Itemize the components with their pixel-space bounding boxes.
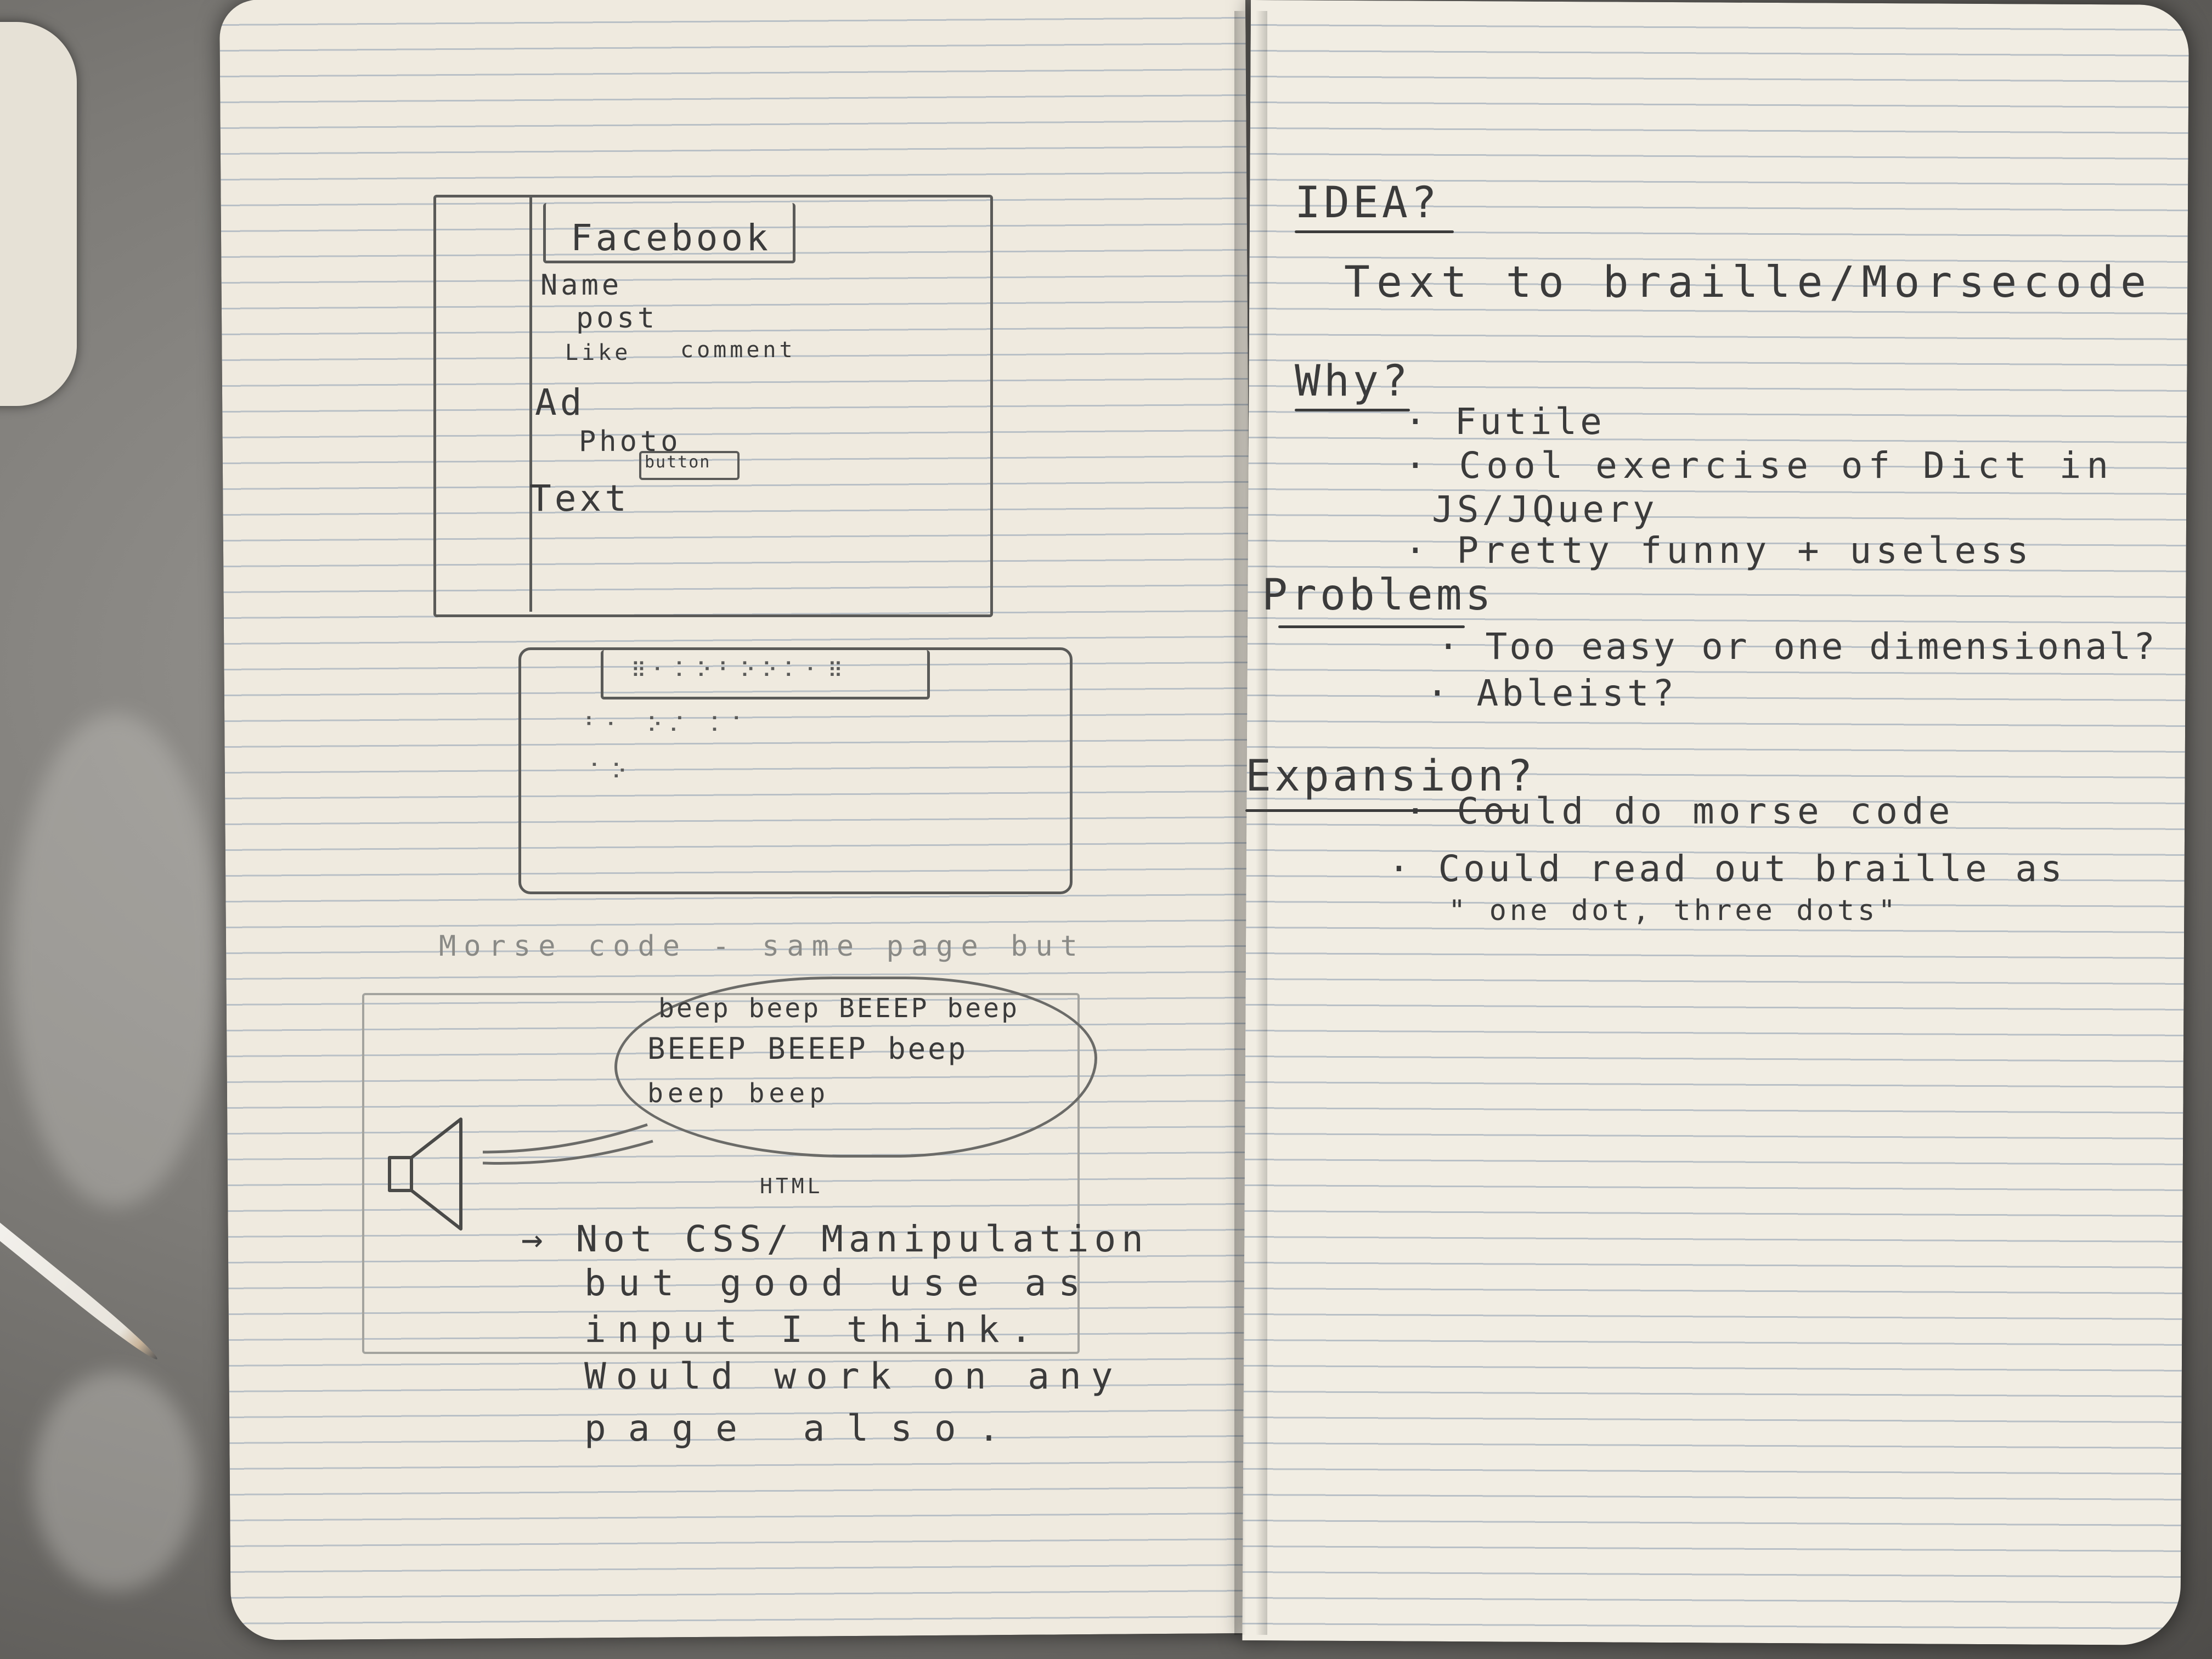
why-underline xyxy=(1295,409,1410,411)
idea-underline xyxy=(1295,230,1454,233)
pencil xyxy=(0,1208,162,1365)
why-item-3: JS/JQuery xyxy=(1432,488,1658,531)
facebook-title-box xyxy=(543,203,795,263)
ad-label: Ad xyxy=(535,381,585,424)
braille-dots-row1: ⠃⠂ ⠕⠌ ⠅⠁ xyxy=(584,713,754,737)
facebook-wireframe-frame xyxy=(433,195,993,617)
expansion-item-2: · Could read out braille as xyxy=(1388,848,2066,890)
expansion-item-3: " one dot, three dots" xyxy=(1448,894,1899,927)
button-sketch xyxy=(639,451,740,480)
adjacent-notebook-page xyxy=(0,22,77,406)
like-label: Like xyxy=(565,340,631,365)
post-name-label: Name xyxy=(540,269,623,302)
morse-code-heading: Morse code - same page but xyxy=(439,930,1085,963)
why-item-4: · Pretty funny + useless xyxy=(1404,529,2033,572)
braille-dots-row2: ⠁⠕ xyxy=(590,760,634,784)
html-label: HTML xyxy=(760,1174,823,1198)
problems-underline xyxy=(1278,625,1465,628)
speech-bubble xyxy=(614,977,1097,1158)
expansion-heading: Expansion? xyxy=(1245,752,1536,801)
speaker-icon xyxy=(388,1118,462,1231)
bubble-line-3: beep beep xyxy=(647,1078,830,1109)
facebook-wireframe-sidebar-divider xyxy=(529,195,532,612)
button-sketch-label: button xyxy=(645,453,711,472)
bubble-line-1: beep beep BEEEP beep xyxy=(658,993,1019,1024)
notes-line-3: input I think. xyxy=(584,1308,1043,1351)
post-label: post xyxy=(576,302,658,335)
why-item-1: · Futile xyxy=(1404,400,1605,443)
expansion-underline xyxy=(1245,809,1520,812)
marble-vein xyxy=(11,713,219,1207)
braille-title-box xyxy=(601,650,930,699)
notebook-gutter xyxy=(1234,11,1267,1635)
why-item-2: · Cool exercise of Dict in xyxy=(1404,444,2114,487)
braille-dots-title: ⠿⠂⠅⠕⠃⠕⠕⠅⠂⠿ xyxy=(631,658,850,682)
facebook-title: Facebook xyxy=(571,217,771,259)
idea-text: Text to braille/Morsecode xyxy=(1344,258,2153,307)
expansion-item-1: · Could do morse code xyxy=(1404,790,1955,832)
notes-line-2: but good use as xyxy=(584,1262,1093,1304)
comment-label: comment xyxy=(680,337,796,363)
notes-line-5: page also. xyxy=(584,1407,1022,1449)
marble-vein xyxy=(33,1372,198,1591)
problems-item-1: · Too easy or one dimensional? xyxy=(1437,625,2158,668)
braille-wireframe-frame xyxy=(518,647,1073,894)
problems-heading: Problems xyxy=(1262,571,1494,620)
problems-item-2: · Ableist? xyxy=(1426,672,1678,714)
bubble-line-2: BEEEP BEEEP beep xyxy=(647,1031,968,1066)
text-label: Text xyxy=(529,477,630,520)
notes-line-4: Would work on any xyxy=(584,1355,1123,1397)
speech-bubble-tail xyxy=(483,1123,653,1165)
why-heading: Why? xyxy=(1295,357,1411,406)
notes-line-1: → Not CSS/ Manipulation xyxy=(521,1218,1149,1260)
idea-heading: IDEA? xyxy=(1295,178,1440,228)
